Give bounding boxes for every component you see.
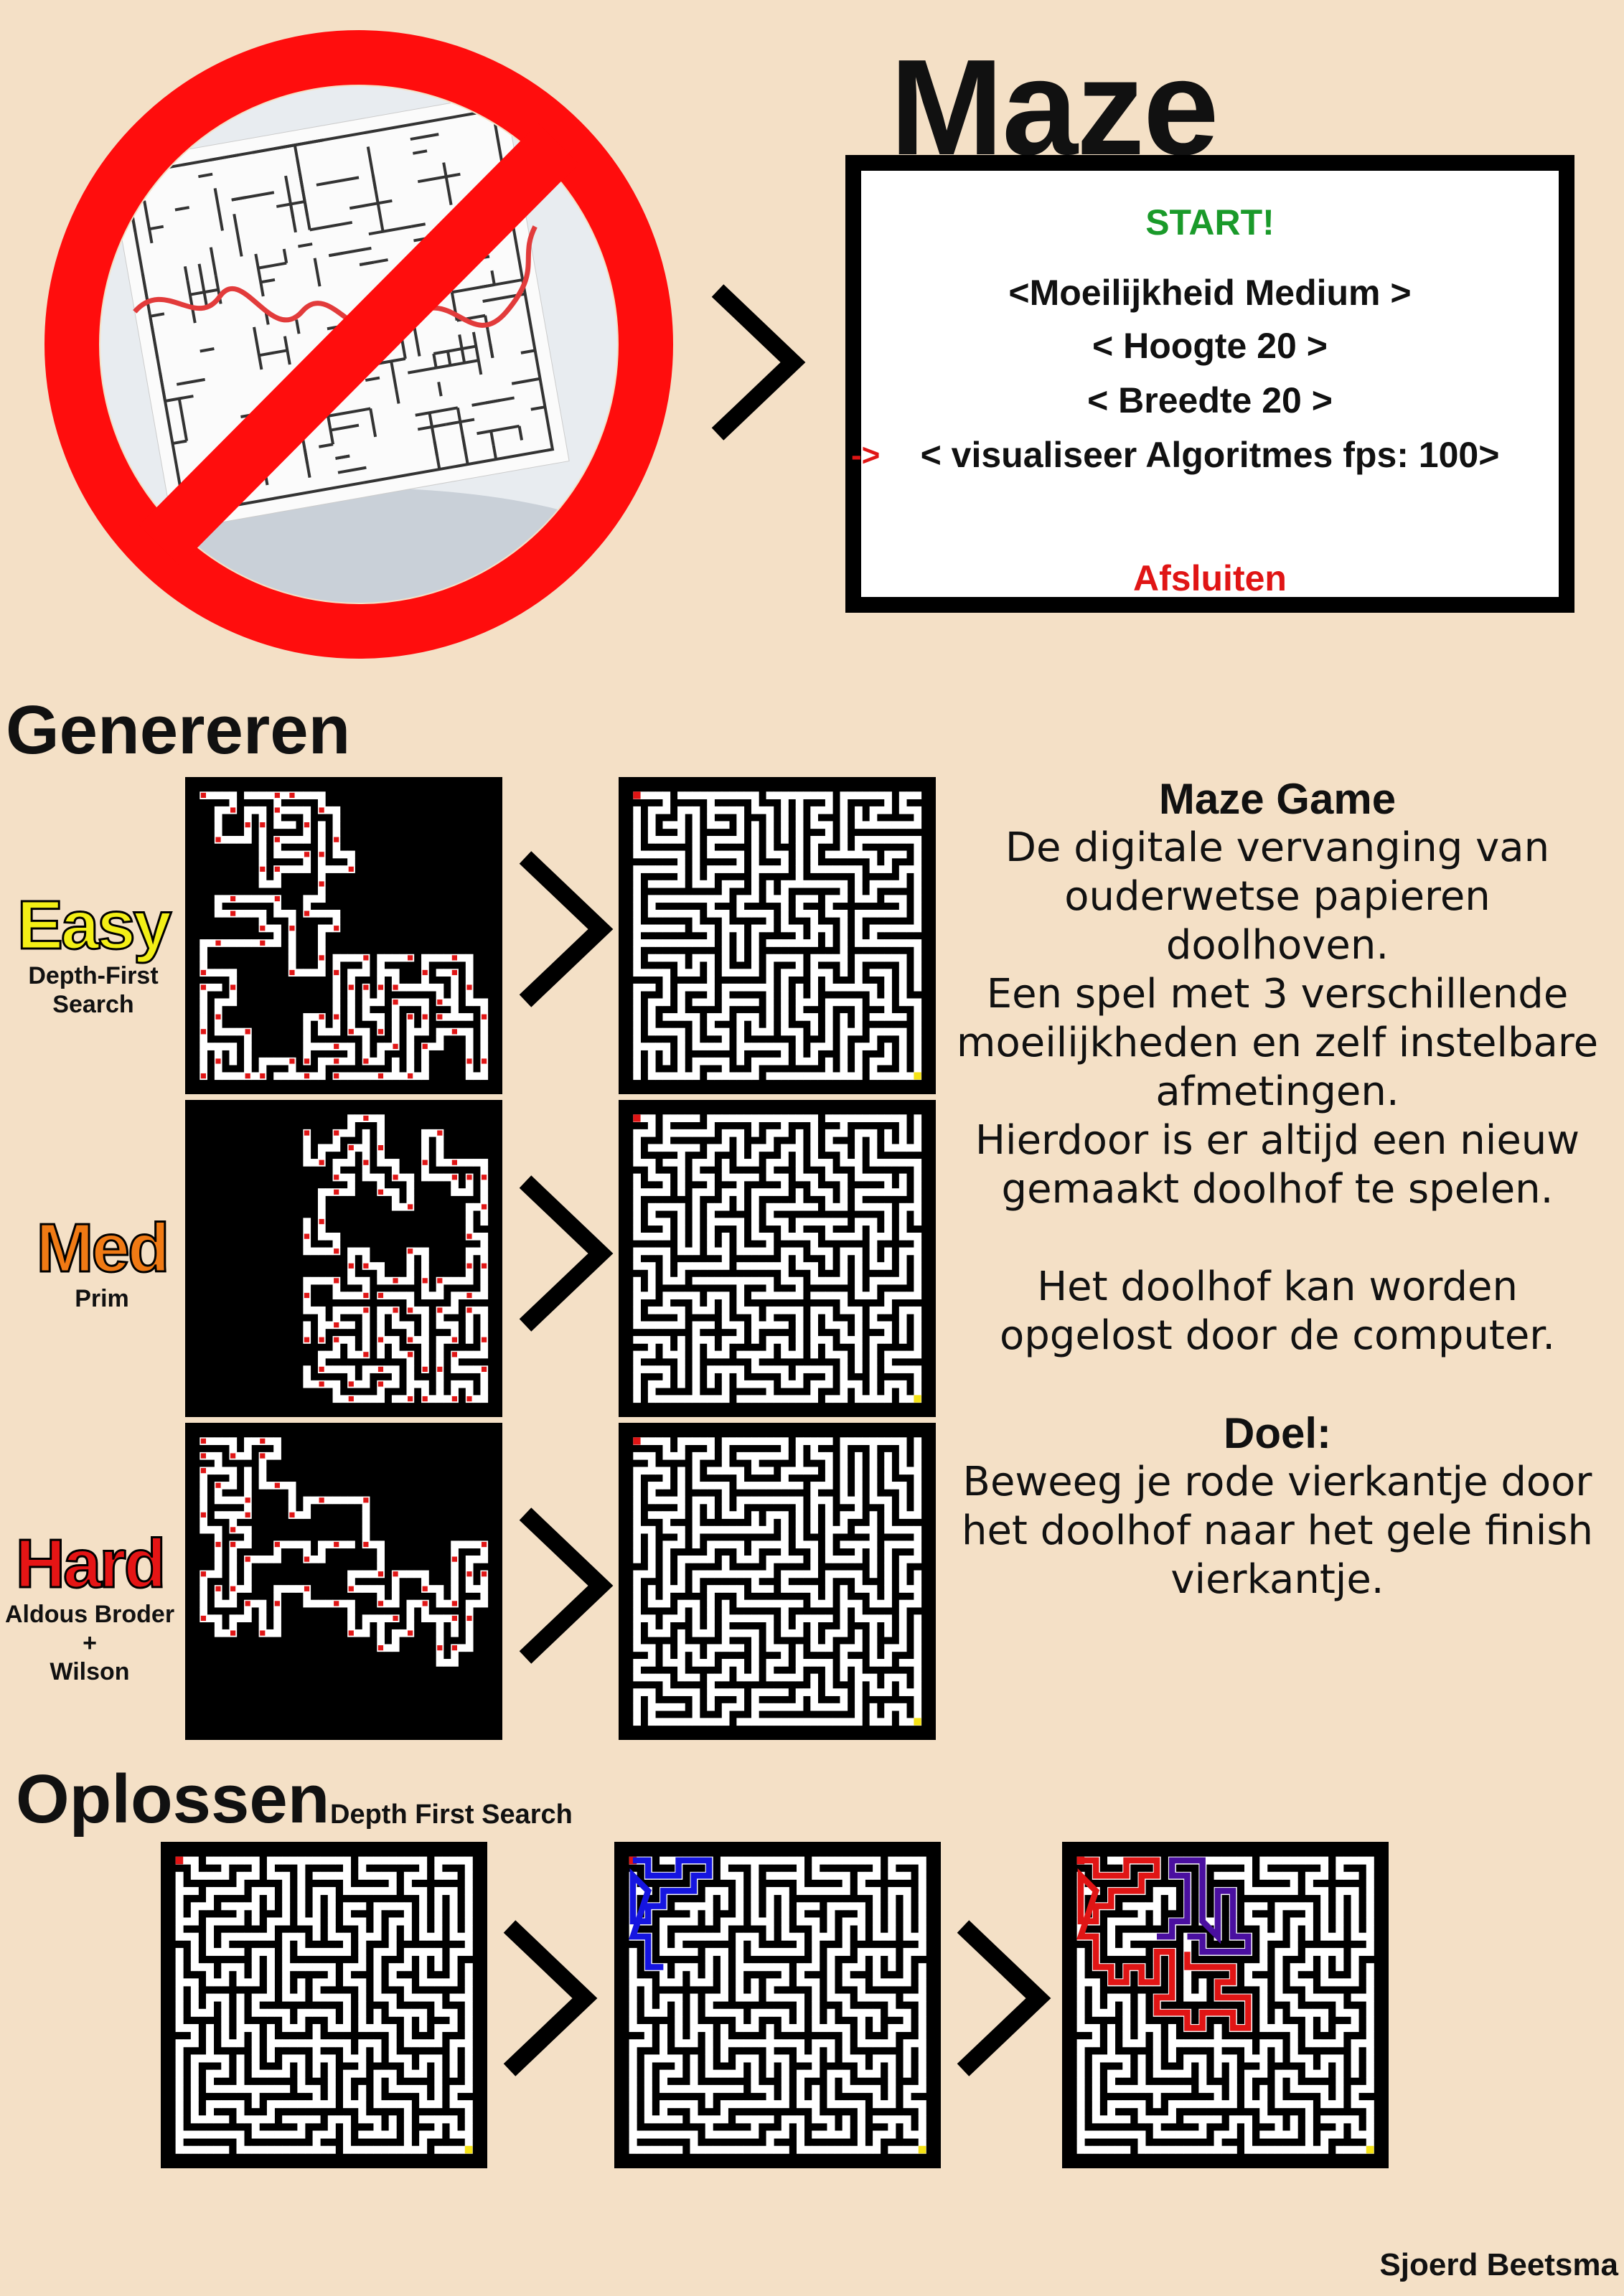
description-line: Het doolhof kan worden (1037, 1264, 1518, 1310)
chevron-right-icon (519, 1175, 614, 1332)
description-line: het doolhof naar het gele finish (961, 1507, 1594, 1554)
section-title-generate: Genereren (6, 692, 351, 768)
chevron-right-icon (519, 1507, 614, 1664)
chevron-right-icon (957, 1920, 1051, 2076)
maze-solve-searching (614, 1842, 941, 2168)
description-line: gemaakt doolhof te spelen. (1001, 1166, 1554, 1213)
menu-visualize-fps[interactable]: < visualiseer Algoritmes fps: 100> (920, 435, 1500, 475)
difficulty-name: Med (35, 1210, 171, 1286)
algorithm-label: Aldous Broder (4, 1601, 175, 1628)
description-line: Beweeg je rode vierkantje door (962, 1459, 1592, 1505)
maze-complete-hard (619, 1423, 936, 1740)
no-sign-icon (44, 30, 673, 659)
difficulty-easy: Easy Depth-First Search (4, 887, 183, 1019)
section-title-solve: Oplossen (16, 1761, 330, 1838)
description-line: vierkantje. (1170, 1556, 1384, 1603)
description-line: Hierdoor is er altijd een nieuw (975, 1117, 1580, 1164)
no-paper-maze-illustration (29, 29, 689, 660)
author: Sjoerd Beetsma (1379, 2247, 1618, 2282)
difficulty-medium: Med Prim (13, 1210, 191, 1313)
menu-height[interactable]: < Hoogte 20 > (1092, 326, 1328, 366)
menu-quit[interactable]: Afsluiten (1133, 558, 1287, 598)
maze-solve-start (161, 1842, 487, 2168)
description-line: ouderwetse papieren doolhoven. (1064, 873, 1491, 969)
solve-algorithm-label: Depth First Search (330, 1799, 573, 1830)
algorithm-label: Wilson (50, 1658, 130, 1685)
difficulty-hard: Hard Aldous Broder + Wilson (0, 1525, 179, 1686)
difficulty-name: Hard (14, 1525, 167, 1602)
algorithm-label: Prim (75, 1285, 129, 1312)
algorithm-label: + (83, 1629, 97, 1657)
game-menu-screenshot: START! <Moeilijkheid Medium > < Hoogte 2… (845, 155, 1574, 613)
description-line: De digitale vervanging van (1005, 824, 1550, 871)
description-line: opgelost door de computer. (1000, 1312, 1555, 1359)
algorithm-label: Depth-First (28, 962, 159, 989)
menu-width[interactable]: < Breedte 20 > (1087, 380, 1333, 420)
maze-complete-easy (619, 777, 936, 1094)
algorithm-label: Search (52, 991, 134, 1018)
maze-generating-hard (185, 1423, 502, 1740)
description-line: afmetingen. (1155, 1068, 1399, 1115)
chevron-right-icon (503, 1920, 598, 2076)
menu-difficulty[interactable]: <Moeilijkheid Medium > (1008, 273, 1412, 313)
description: Maze Game De digitale vervanging van oud… (947, 775, 1607, 1604)
goal-heading: Doel: (1224, 1409, 1331, 1457)
menu-start[interactable]: START! (1145, 202, 1275, 243)
maze-solve-solution (1062, 1842, 1389, 2168)
maze-generating-medium (185, 1100, 502, 1417)
menu-cursor-arrow: -> (851, 438, 881, 473)
description-line: moeilijkheden en zelf instelbare (956, 1020, 1599, 1066)
maze-complete-medium (619, 1100, 936, 1417)
maze-generating-easy (185, 777, 502, 1094)
description-line: Een spel met 3 verschillende (986, 971, 1569, 1017)
chevron-right-icon (519, 851, 614, 1007)
description-heading: Maze Game (1158, 775, 1397, 823)
difficulty-name: Easy (16, 887, 172, 964)
chevron-right-icon (711, 284, 806, 441)
